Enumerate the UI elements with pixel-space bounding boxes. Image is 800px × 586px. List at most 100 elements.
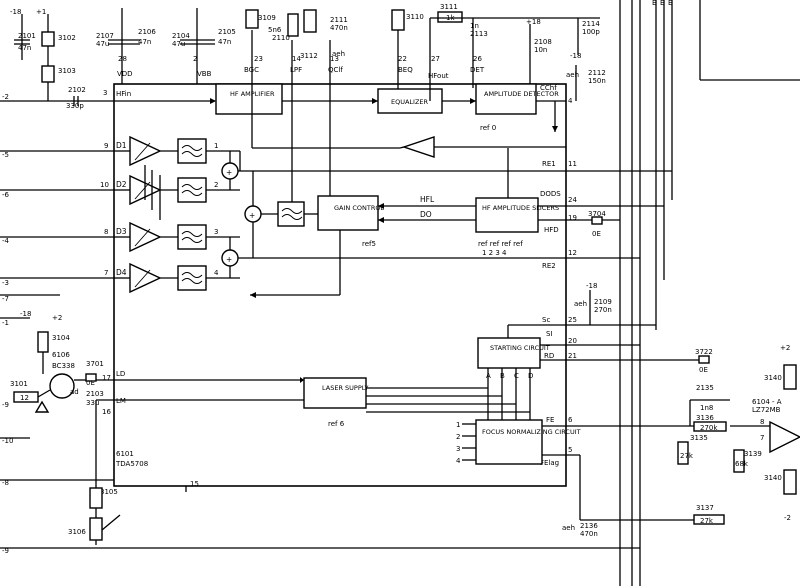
svg-text:-4: -4 — [2, 237, 10, 245]
svg-text:2103: 2103 — [86, 390, 104, 398]
svg-text:DO: DO — [420, 210, 432, 219]
svg-text:22: 22 — [398, 55, 407, 63]
amplitude-detector-block — [475, 83, 537, 115]
svg-text:-6: -6 — [2, 191, 10, 199]
feedback-buffer — [401, 136, 435, 158]
svg-text:1: 1 — [214, 142, 218, 150]
svg-text:E: E — [652, 0, 656, 7]
svg-text:3137: 3137 — [696, 504, 714, 512]
svg-text:3109: 3109 — [258, 14, 276, 22]
svg-text:3704: 3704 — [588, 210, 606, 218]
svg-text:47n: 47n — [138, 38, 151, 46]
svg-text:VDD: VDD — [117, 70, 133, 78]
svg-text:DET: DET — [470, 66, 485, 74]
svg-text:RD: RD — [544, 352, 554, 360]
svg-text:25: 25 — [568, 316, 577, 324]
svg-text:BC338: BC338 — [52, 362, 75, 370]
svg-text:5n6: 5n6 — [268, 26, 282, 34]
svg-text:ad: ad — [70, 388, 79, 396]
svg-text:RE2: RE2 — [542, 262, 556, 270]
svg-text:aeh: aeh — [566, 71, 579, 79]
svg-text:HFD: HFD — [544, 226, 559, 234]
svg-text:SI: SI — [546, 330, 553, 338]
svg-text:-3: -3 — [2, 279, 9, 287]
svg-text:27k: 27k — [680, 452, 694, 460]
svg-text:3112: 3112 — [300, 52, 318, 60]
svg-text:FElag: FElag — [540, 459, 559, 467]
hf-amplitude-slicers-block — [475, 197, 539, 233]
focus-normalizing-block — [475, 419, 543, 465]
svg-text:3722: 3722 — [695, 348, 713, 356]
svg-text:DODS: DODS — [540, 190, 561, 198]
svg-text:47u: 47u — [96, 40, 109, 48]
svg-text:3101: 3101 — [10, 380, 28, 388]
svg-text:3140: 3140 — [764, 374, 782, 382]
svg-text:1n: 1n — [470, 22, 479, 30]
svg-text:3140: 3140 — [764, 474, 782, 482]
svg-text:D4: D4 — [116, 268, 127, 277]
svg-text:2109: 2109 — [594, 298, 612, 306]
svg-text:LM: LM — [116, 397, 126, 405]
svg-text:D2: D2 — [116, 180, 127, 189]
svg-text:3: 3 — [456, 445, 460, 453]
svg-text:2111: 2111 — [330, 16, 348, 24]
gain-control-block — [317, 195, 379, 231]
svg-text:19: 19 — [568, 214, 577, 222]
right-pins: RE1 11 DODS 24 HFD 19 12 RE2 Sc 25 SI 20… — [540, 160, 577, 467]
svg-text:-2: -2 — [2, 93, 9, 101]
svg-text:ref 0: ref 0 — [480, 124, 496, 132]
svg-text:2: 2 — [193, 55, 197, 63]
svg-text:-18: -18 — [570, 52, 581, 60]
svg-text:+2: +2 — [780, 344, 790, 352]
svg-text:RE1: RE1 — [542, 160, 556, 168]
svg-text:27k: 27k — [700, 517, 714, 525]
lpf-filter — [277, 201, 305, 227]
svg-text:FOCUS NORMALIZING CIRCUIT: FOCUS NORMALIZING CIRCUIT — [482, 428, 581, 436]
svg-text:8: 8 — [104, 228, 108, 236]
svg-text:100p: 100p — [582, 28, 600, 36]
svg-text:Sc: Sc — [542, 316, 550, 324]
svg-text:2101: 2101 — [18, 32, 36, 40]
svg-text:LD: LD — [116, 370, 125, 378]
svg-text:8: 8 — [760, 418, 764, 426]
svg-text:-9: -9 — [2, 401, 9, 409]
svg-text:4: 4 — [568, 97, 573, 105]
svg-text:1n8: 1n8 — [700, 404, 713, 412]
svg-text:3105: 3105 — [100, 488, 118, 496]
svg-text:-8: -8 — [2, 479, 9, 487]
svg-text:470n: 470n — [330, 24, 348, 32]
svg-text:2105: 2105 — [218, 28, 236, 36]
chip-outline — [113, 83, 567, 487]
svg-text:-10: -10 — [2, 437, 13, 445]
svg-text:D1: D1 — [116, 141, 127, 150]
svg-text:+: + — [226, 255, 232, 264]
bandpass-filters: 1 2 3 4 — [177, 138, 219, 291]
svg-text:+: + — [226, 168, 232, 177]
svg-text:+2: +2 — [52, 314, 62, 322]
svg-text:2136: 2136 — [580, 522, 598, 530]
svg-text:150n: 150n — [588, 77, 606, 85]
svg-text:0E: 0E — [699, 366, 708, 374]
svg-text:47n: 47n — [218, 38, 231, 46]
svg-text:2108: 2108 — [534, 38, 552, 46]
svg-text:aeh: aeh — [332, 50, 345, 58]
svg-text:12: 12 — [20, 394, 29, 402]
svg-text:6106: 6106 — [52, 351, 70, 359]
focus-inputs: 1 2 3 4 — [456, 421, 461, 465]
right-components: 3704 0E -18 2109 270n aeh 3722 0E +2 314… — [562, 210, 800, 538]
svg-text:E: E — [660, 0, 664, 7]
svg-text:+18: +18 — [526, 18, 541, 26]
starting-outputs: A B C D — [486, 372, 533, 380]
svg-text:3: 3 — [103, 89, 107, 97]
svg-text:CChf: CChf — [540, 84, 557, 92]
svg-text:1 2 3 4: 1 2 3 4 — [482, 249, 507, 257]
svg-text:3701: 3701 — [86, 360, 104, 368]
svg-text:HFin: HFin — [116, 90, 131, 98]
svg-text:3111: 3111 — [440, 3, 458, 11]
svg-text:3110: 3110 — [406, 13, 424, 21]
svg-text:VBB: VBB — [197, 70, 212, 78]
svg-text:2104: 2104 — [172, 32, 190, 40]
svg-text:GAIN CONTROL: GAIN CONTROL — [334, 204, 384, 212]
svg-text:330p: 330p — [66, 102, 84, 110]
svg-text:10n: 10n — [534, 46, 547, 54]
